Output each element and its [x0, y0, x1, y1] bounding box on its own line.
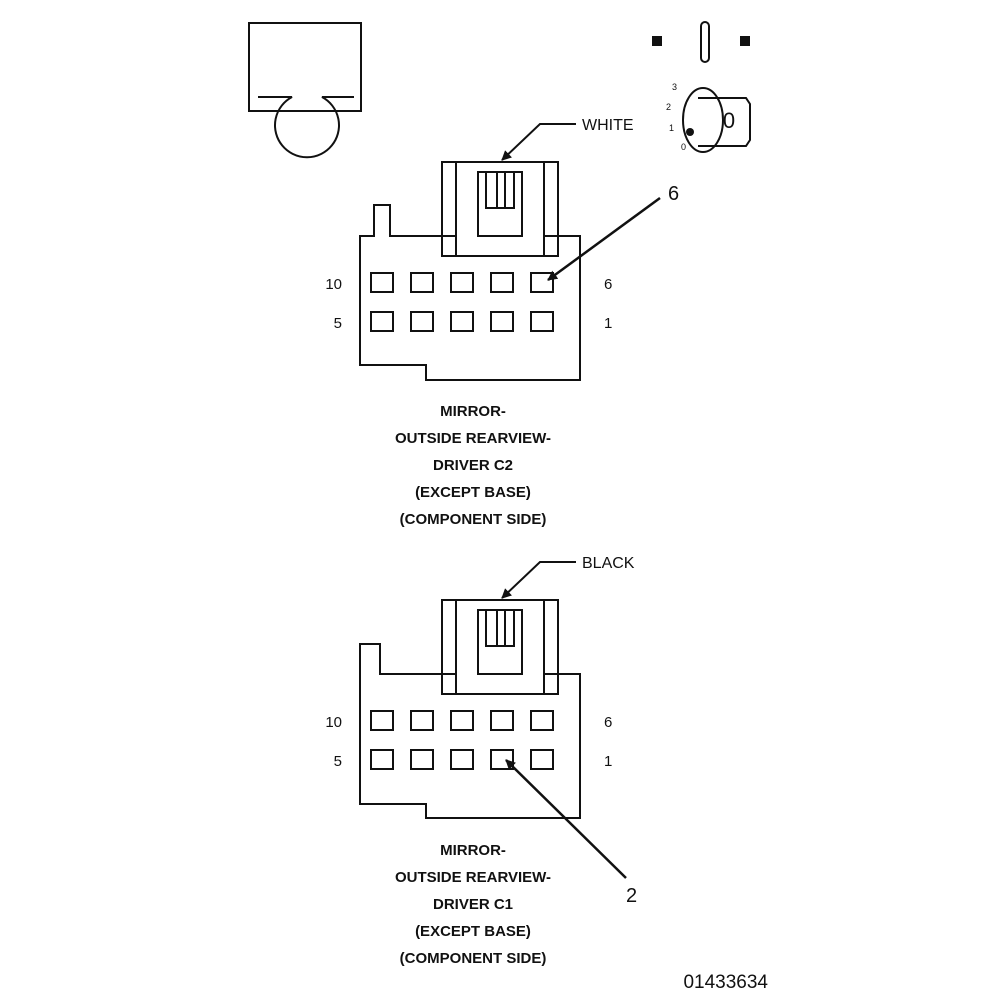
c1-pin-cavity	[370, 710, 394, 731]
c1-label-10: 10	[325, 714, 342, 731]
c2-caption-line-5: (COMPONENT SIDE)	[400, 511, 547, 528]
c2-label-5: 5	[334, 315, 342, 332]
c2-pin-cavity	[410, 311, 434, 332]
c2-label-10: 10	[325, 276, 342, 293]
c2-pin-cavity	[530, 272, 554, 293]
key-pos-3: 3	[672, 82, 677, 92]
c2-pin-callout: 6	[668, 183, 679, 205]
c2-pin-cavity	[530, 311, 554, 332]
c2-pin-cavity	[370, 311, 394, 332]
c2-pin-cavity	[370, 272, 394, 293]
c1-pin-cavity	[490, 710, 514, 731]
connector-c1-latch	[441, 599, 559, 695]
c1-label-1: 1	[604, 753, 612, 770]
c2-caption-line-1: MIRROR-	[440, 403, 506, 420]
connector-c2-latch	[441, 161, 559, 257]
connector-c2: 10 5 6 1 WHITE 6 MIRROR- OUTSIDE REARVIE…	[325, 117, 679, 528]
connector-c1-body	[359, 643, 581, 819]
c1-pin-callout-arrow	[505, 759, 627, 879]
ignition-key-icon: 0 0 1 2 3	[652, 21, 751, 153]
c1-caption-line-4: (EXCEPT BASE)	[415, 923, 531, 940]
c2-pin-cavity	[450, 311, 474, 332]
c1-caption-line-2: OUTSIDE REARVIEW-	[395, 869, 551, 886]
c2-caption-line-4: (EXCEPT BASE)	[415, 484, 531, 501]
c2-pin-cavity	[490, 272, 514, 293]
key-pos-0: 0	[681, 142, 686, 152]
omega-ground-icon	[248, 22, 362, 159]
c1-pin-callout: 2	[626, 885, 637, 907]
c1-label-5: 5	[334, 753, 342, 770]
c1-color-label: BLACK	[582, 555, 635, 572]
c1-color-leader	[501, 561, 576, 599]
connector-c2-body	[359, 204, 581, 381]
c1-pin-cavity	[450, 749, 474, 770]
key-pos-1: 1	[669, 123, 674, 133]
c2-label-1: 1	[604, 315, 612, 332]
c1-label-6: 6	[604, 714, 612, 731]
key-pos-2: 2	[666, 102, 671, 112]
figure-id: 01433634	[683, 972, 768, 993]
key-face-label: 0	[723, 108, 735, 133]
c2-pin-cavity	[490, 311, 514, 332]
connector-c1-pins	[370, 710, 554, 770]
c1-caption-line-5: (COMPONENT SIDE)	[400, 950, 547, 967]
c2-pin-cavity	[450, 272, 474, 293]
connector-c1: 10 5 6 1 BLACK 2 MIRROR- OUTSIDE REARVIE…	[325, 555, 637, 967]
c1-caption-line-1: MIRROR-	[440, 842, 506, 859]
c1-pin-cavity	[450, 710, 474, 731]
c1-caption-line-3: DRIVER C1	[433, 896, 513, 913]
c1-pin-cavity	[410, 710, 434, 731]
c1-pin-cavity	[530, 710, 554, 731]
c1-pin-cavity	[410, 749, 434, 770]
c1-pin-cavity	[370, 749, 394, 770]
c2-pin-callout-arrow	[547, 196, 661, 282]
c2-pin-cavity	[410, 272, 434, 293]
c2-caption-line-2: OUTSIDE REARVIEW-	[395, 430, 551, 447]
c2-caption-line-3: DRIVER C2	[433, 457, 513, 474]
c1-pin-cavity	[490, 749, 514, 770]
c1-pin-cavity	[530, 749, 554, 770]
connector-c2-pins	[370, 272, 554, 332]
c2-label-6: 6	[604, 276, 612, 293]
c2-color-leader	[501, 123, 576, 161]
c2-color-label: WHITE	[582, 117, 634, 134]
